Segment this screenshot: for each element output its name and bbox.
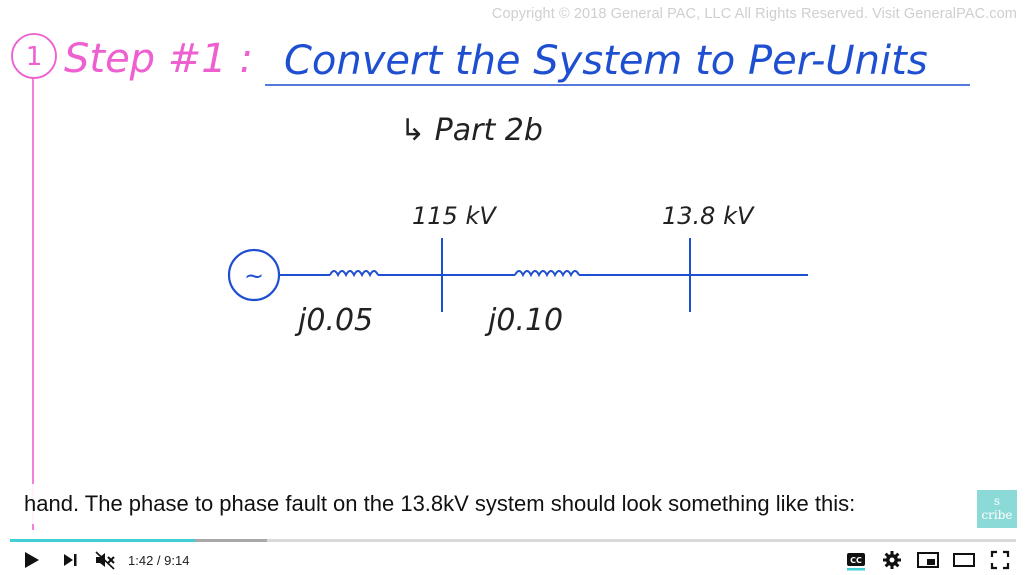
- impedance-1: j0.05: [294, 303, 373, 338]
- bus2-voltage-label: 13.8 kV: [662, 202, 755, 230]
- closed-captions-icon: CC: [847, 553, 865, 571]
- slide-subtitle: ↳ Part 2b: [400, 113, 543, 148]
- volume-muted-icon: [95, 551, 115, 570]
- play-button[interactable]: [18, 546, 44, 574]
- reactor-1: [329, 270, 379, 278]
- theater-mode-button[interactable]: [951, 546, 977, 574]
- reactor-2: [514, 270, 580, 278]
- mute-button[interactable]: [92, 546, 118, 574]
- slide-title: Convert the System to Per-Units: [284, 38, 928, 84]
- next-button[interactable]: [58, 546, 82, 574]
- fullscreen-button[interactable]: [987, 546, 1013, 574]
- step-label: Step #1 :: [64, 36, 253, 82]
- svg-text:CC: CC: [850, 556, 862, 565]
- step-number-circle: [11, 33, 57, 79]
- theater-mode-icon: [953, 553, 975, 567]
- gear-icon: [883, 551, 901, 569]
- bus1-voltage-label: 115 kV: [412, 202, 497, 230]
- progress-bar[interactable]: [10, 539, 1016, 542]
- miniplayer-button[interactable]: [915, 546, 941, 574]
- captions-button[interactable]: CC: [844, 546, 868, 574]
- one-line-diagram: ~: [227, 238, 808, 312]
- generator-tilde: ~: [244, 262, 264, 290]
- play-icon: [25, 552, 39, 568]
- settings-button[interactable]: [880, 546, 904, 574]
- skip-next-icon: [64, 554, 77, 566]
- time-display: 1:42 / 9:14: [128, 553, 190, 568]
- miniplayer-icon: [917, 552, 939, 568]
- progress-played: [10, 539, 196, 542]
- step-number: 1: [26, 42, 43, 72]
- fullscreen-icon: [990, 550, 1010, 570]
- closed-caption: hand. The phase to phase fault on the 13…: [14, 484, 866, 524]
- copyright-notice: Copyright © 2018 General PAC, LLC All Ri…: [491, 6, 1017, 22]
- impedance-2: j0.10: [484, 303, 563, 338]
